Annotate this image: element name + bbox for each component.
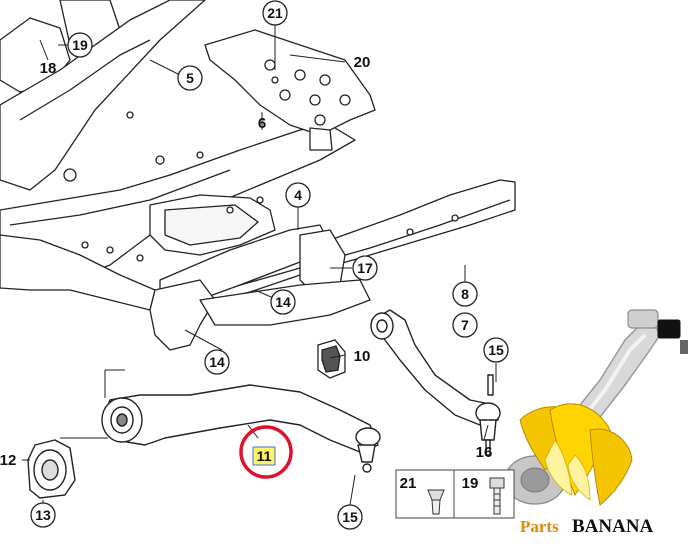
small-parts-legend: 21 19 — [395, 469, 515, 519]
svg-text:13: 13 — [35, 507, 51, 523]
callout-4: 4 — [285, 182, 311, 208]
callout-17: 17 — [352, 255, 378, 281]
svg-text:12: 12 — [0, 452, 16, 469]
watermark-text: Parts BANANA — [520, 516, 654, 537]
svg-text:18: 18 — [40, 60, 57, 77]
svg-text:5: 5 — [186, 70, 194, 86]
rubber-mount-drawing — [317, 339, 346, 379]
callout-7: 7 — [452, 312, 478, 338]
svg-text:17: 17 — [357, 260, 373, 276]
callout-14-lower: 14 — [204, 349, 230, 375]
callout-13: 13 — [30, 502, 56, 528]
svg-text:19: 19 — [462, 475, 479, 492]
callout-15-right: 15 — [483, 337, 509, 363]
svg-text:11: 11 — [257, 448, 272, 464]
svg-text:15: 15 — [342, 509, 358, 525]
callout-6: 6 — [258, 115, 266, 132]
svg-text:21: 21 — [400, 475, 417, 492]
shield-plate-drawing — [204, 29, 376, 151]
svg-text:7: 7 — [461, 317, 469, 333]
callout-21-top: 21 — [262, 0, 288, 26]
highlight-part-11: 11 — [239, 425, 293, 479]
control-arm-drawing — [101, 384, 381, 473]
axle-carrier-drawing — [0, 0, 516, 351]
svg-text:19: 19 — [72, 37, 88, 53]
callout-10: 10 — [354, 348, 371, 365]
svg-text:8: 8 — [461, 286, 469, 302]
callout-20: 20 — [354, 54, 371, 71]
svg-text:16: 16 — [476, 444, 493, 461]
svg-text:4: 4 — [294, 187, 302, 203]
svg-text:20: 20 — [354, 54, 371, 71]
callout-18: 18 — [40, 60, 57, 77]
callout-15-bottom: 15 — [337, 504, 363, 530]
callout-19-top: 19 — [67, 32, 93, 58]
bushing-drawing — [27, 439, 76, 499]
tension-strut-drawing — [370, 309, 501, 456]
svg-text:15: 15 — [488, 342, 504, 358]
callout-16: 16 — [476, 444, 493, 461]
callout-5: 5 — [177, 65, 203, 91]
svg-text:Parts: Parts — [520, 517, 559, 536]
callout-12: 12 — [0, 452, 16, 469]
svg-text:14: 14 — [209, 354, 225, 370]
banana-logo — [519, 403, 633, 506]
callout-14-upper: 14 — [270, 289, 296, 315]
svg-text:14: 14 — [275, 294, 291, 310]
svg-text:6: 6 — [258, 115, 266, 132]
svg-text:10: 10 — [354, 348, 371, 365]
svg-text:21: 21 — [267, 5, 283, 21]
callout-8: 8 — [452, 281, 478, 307]
svg-text:BANANA: BANANA — [572, 516, 654, 537]
